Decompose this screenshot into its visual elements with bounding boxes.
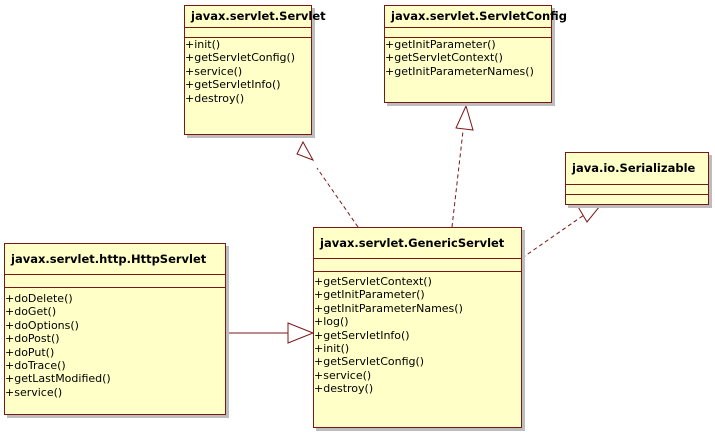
operations-compartment: +getServletContext() +getInitParameter()… <box>314 272 521 396</box>
operations-compartment: +init() +getServletConfig() +service() +… <box>185 38 311 105</box>
operation: +getServletInfo() <box>314 328 410 342</box>
operations-compartment <box>566 195 708 203</box>
operation: +getLastModified() <box>5 372 111 386</box>
attributes-compartment <box>385 28 551 38</box>
class-name: javax.servlet.http.HttpServlet <box>5 244 225 275</box>
operation: +destroy() <box>314 382 374 396</box>
class-serializable: java.io.Serializable <box>565 152 709 205</box>
attributes-compartment <box>314 259 521 272</box>
attributes-compartment <box>5 275 225 288</box>
operation: +doOptions() <box>5 318 79 332</box>
operation: +destroy() <box>185 91 245 105</box>
operation: +getInitParameter() <box>385 38 496 51</box>
operation: +doTrace() <box>5 359 66 373</box>
attributes-compartment <box>185 28 311 38</box>
class-generic-servlet: javax.servlet.GenericServlet +getServlet… <box>313 227 522 428</box>
operation: +log() <box>314 315 349 329</box>
operation: +getInitParameter() <box>314 288 425 302</box>
realization-line-servlet-config <box>451 130 464 228</box>
class-name: javax.servlet.Servlet <box>185 6 326 28</box>
realization-line-servlet <box>316 167 359 228</box>
operation: +service() <box>314 368 372 382</box>
operation: +getServletContext() <box>314 275 432 288</box>
operation: +getServletConfig() <box>314 355 425 369</box>
operation: +getInitParameterNames() <box>314 301 463 315</box>
realization-arrowhead-servlet-config <box>455 104 474 131</box>
operation: +service() <box>5 385 63 399</box>
operation: +getInitParameterNames() <box>385 64 534 78</box>
operation: +service() <box>185 64 243 78</box>
attributes-compartment <box>566 185 708 195</box>
class-name: javax.servlet.GenericServlet <box>314 228 521 259</box>
operation: +getServletConfig() <box>185 51 296 65</box>
operation: +doPost() <box>5 332 60 346</box>
class-servlet: javax.servlet.Servlet +init() +getServle… <box>184 5 326 135</box>
operation: +getServletContext() <box>385 51 503 65</box>
realization-line-serializable <box>521 214 585 259</box>
class-servlet-config: javax.servlet.ServletConfig +getInitPara… <box>384 5 567 103</box>
realization-arrowhead-servlet <box>296 140 315 161</box>
class-name: javax.servlet.ServletConfig <box>385 6 567 28</box>
operation: +init() <box>185 38 221 51</box>
realization-arrowhead-serializable <box>576 204 602 223</box>
operation: +doGet() <box>5 305 57 319</box>
generalization-arrowhead-http-servlet <box>287 322 315 344</box>
operations-compartment: +doDelete() +doGet() +doOptions() +doPos… <box>5 288 225 399</box>
class-name: java.io.Serializable <box>566 153 708 185</box>
operation: +init() <box>314 342 350 356</box>
operation: +doDelete() <box>5 292 73 305</box>
operations-compartment: +getInitParameter() +getServletContext()… <box>385 38 551 78</box>
class-http-servlet: javax.servlet.http.HttpServlet +doDelete… <box>4 243 226 415</box>
operation: +getServletInfo() <box>185 78 281 92</box>
operation: +doPut() <box>5 345 55 359</box>
